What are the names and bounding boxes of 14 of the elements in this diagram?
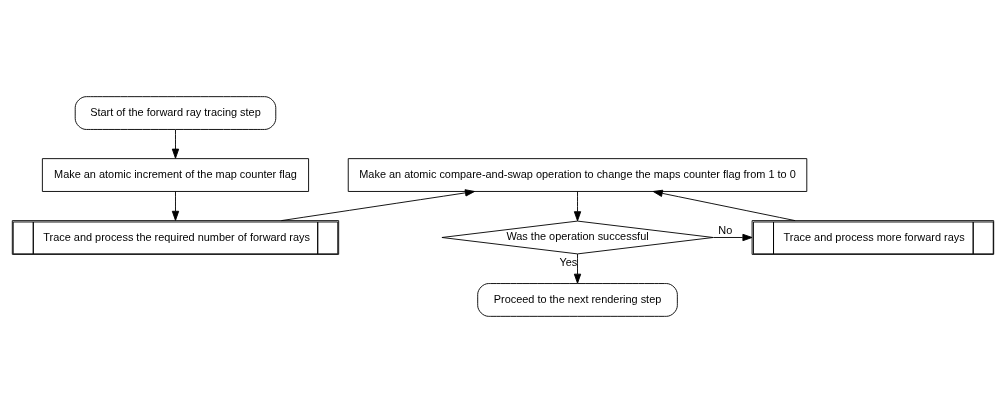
arrow — [280, 189, 475, 222]
node-box: Start of the forward ray tracing step — [74, 96, 277, 130]
node-diamond: Was the operation successful — [441, 220, 714, 255]
arrow — [712, 233, 753, 242]
arrow — [573, 191, 582, 222]
arrow — [573, 253, 582, 284]
node-box: Proceed to the next rendering step — [477, 283, 678, 317]
arrow — [171, 129, 180, 159]
node-box: Make an atomic increment of the map counter flag — [41, 158, 310, 192]
edge-label: No — [718, 224, 733, 237]
edge-label: Yes — [559, 255, 578, 268]
arrow — [171, 191, 180, 221]
arrow — [652, 189, 796, 222]
node-box: Make an atomic compare-and-swap operation to change the maps counter flag from 1 to 0 — [347, 158, 808, 192]
